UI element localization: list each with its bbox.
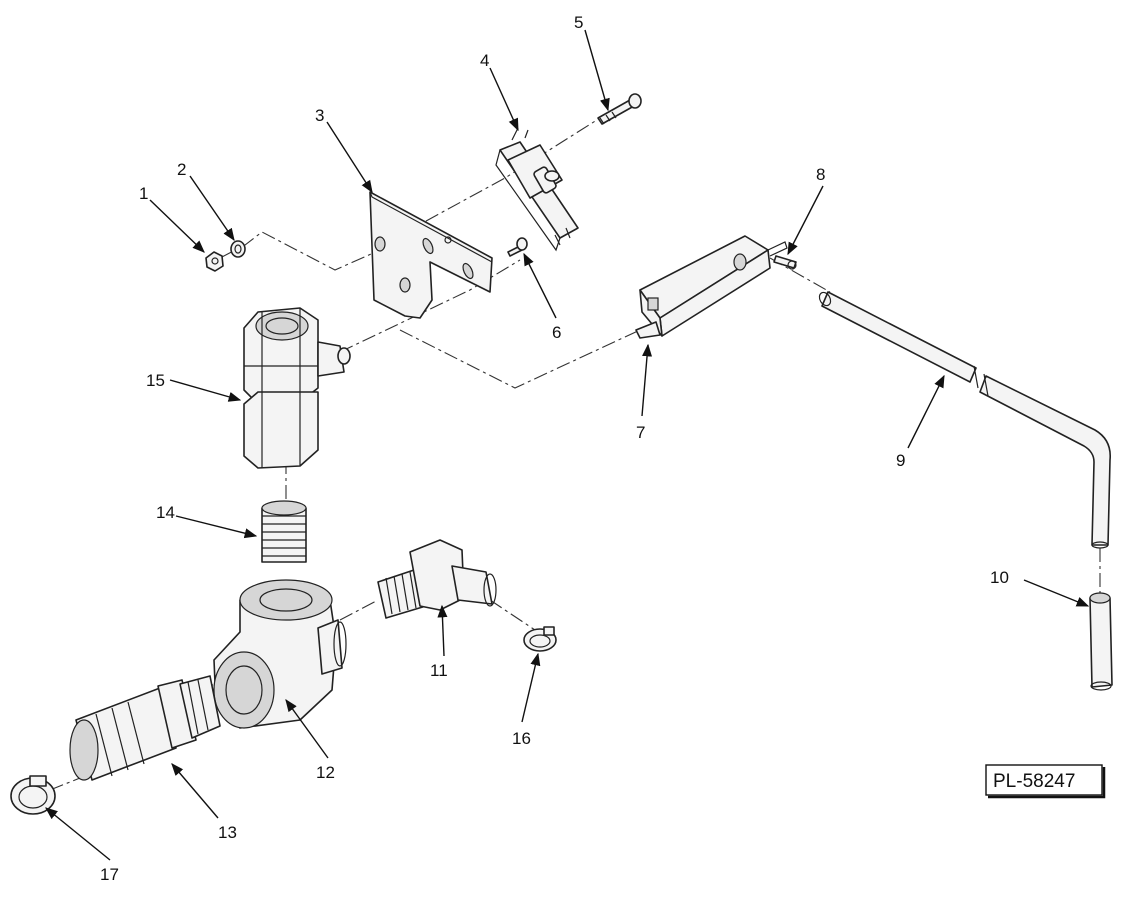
leader-arrows (45, 29, 1090, 861)
callout-11: 11 (430, 661, 448, 680)
part-14-nipple (261, 500, 307, 563)
callout-6: 6 (552, 323, 561, 342)
part-11-elbow-fitting (377, 539, 497, 619)
part-13-barb (69, 675, 221, 781)
reference-number: PL-58247 (993, 771, 1075, 792)
part-3-bracket (369, 191, 493, 319)
part-16-clamp (523, 626, 557, 652)
callout-8: 8 (816, 165, 825, 184)
part-1-nut (205, 251, 224, 272)
reference-box: PL-58247 (985, 764, 1106, 799)
part-6-screw (507, 237, 528, 257)
callout-10: 10 (990, 568, 1009, 587)
callout-12: 12 (316, 763, 335, 782)
part-10-sleeve (1089, 592, 1113, 691)
callout-15: 15 (146, 371, 165, 390)
part-4-switch (495, 127, 579, 252)
callout-2: 2 (177, 160, 186, 179)
callout-5: 5 (574, 13, 583, 32)
part-12-elbow (213, 579, 347, 729)
callout-13: 13 (218, 823, 237, 842)
part-9-tube (818, 291, 1112, 549)
callout-7: 7 (636, 423, 645, 442)
callout-14: 14 (156, 503, 175, 522)
part-15-valve (243, 307, 351, 469)
callout-9: 9 (896, 451, 905, 470)
part-7-actuator (635, 235, 788, 339)
part-2-washer (230, 240, 246, 258)
callout-17: 17 (100, 865, 119, 884)
callout-3: 3 (315, 106, 324, 125)
callout-16: 16 (512, 729, 531, 748)
part-8-pin (773, 255, 797, 270)
part-17-clamp (10, 775, 56, 815)
part-5-screw (597, 93, 642, 125)
callout-4: 4 (480, 51, 489, 70)
callout-labels: 1 2 3 4 5 6 7 8 9 10 11 12 13 14 15 16 1… (100, 13, 1009, 884)
callout-1: 1 (139, 184, 148, 203)
